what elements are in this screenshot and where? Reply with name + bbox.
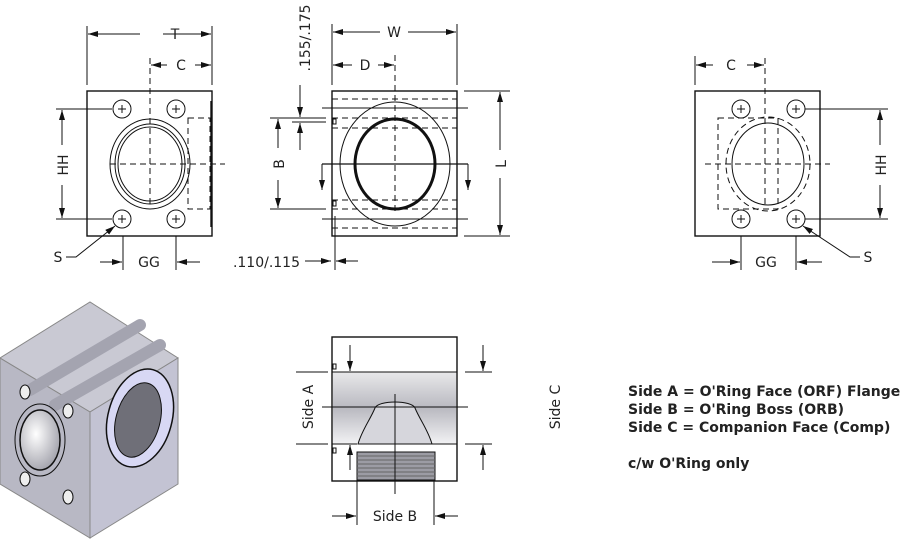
bolt-holes — [112, 99, 186, 229]
isometric-view — [0, 301, 179, 539]
dim-c-label-right: C — [726, 58, 736, 74]
dim-flange-offset-label: .110/.115 — [233, 255, 300, 271]
dim-hh-label-right: HH — [874, 154, 890, 175]
section-view: Side A Side C Side B — [296, 336, 564, 525]
oring-note: c/w O'Ring only — [628, 456, 750, 472]
left-view-side-a: T C HH S GG — [54, 26, 225, 271]
dim-s-label: S — [54, 250, 63, 266]
dim-gg-label: GG — [138, 255, 160, 271]
legend-side-a: Side A = O'Ring Face (ORF) Flange — [628, 384, 901, 400]
right-view-side-c: C HH S GG — [694, 56, 890, 271]
side-b-label: Side B — [373, 509, 417, 525]
dim-t-label: T — [170, 27, 180, 43]
dim-hh-label: HH — [56, 154, 72, 175]
dim-d-label: D — [360, 58, 371, 74]
dim-c-label: C — [176, 58, 186, 74]
dim-l-label: L — [494, 160, 510, 168]
dim-w-label: W — [387, 25, 401, 41]
dim-groove-depth-label: .155/.175 — [298, 4, 314, 71]
dim-b-label: B — [272, 159, 288, 169]
side-a-label: Side A — [301, 384, 317, 429]
dim-s-label-right: S — [864, 250, 873, 266]
legend-side-b: Side B = O'Ring Boss (ORB) — [628, 402, 845, 418]
dim-gg-label-right: GG — [755, 255, 777, 271]
front-view: W D L B .155/.175 .110/.115 — [233, 4, 510, 271]
side-c-label: Side C — [548, 385, 564, 430]
side-legend: Side A = O'Ring Face (ORF) Flange Side B… — [628, 383, 900, 473]
legend-side-c: Side C = Companion Face (Comp) — [628, 420, 891, 436]
